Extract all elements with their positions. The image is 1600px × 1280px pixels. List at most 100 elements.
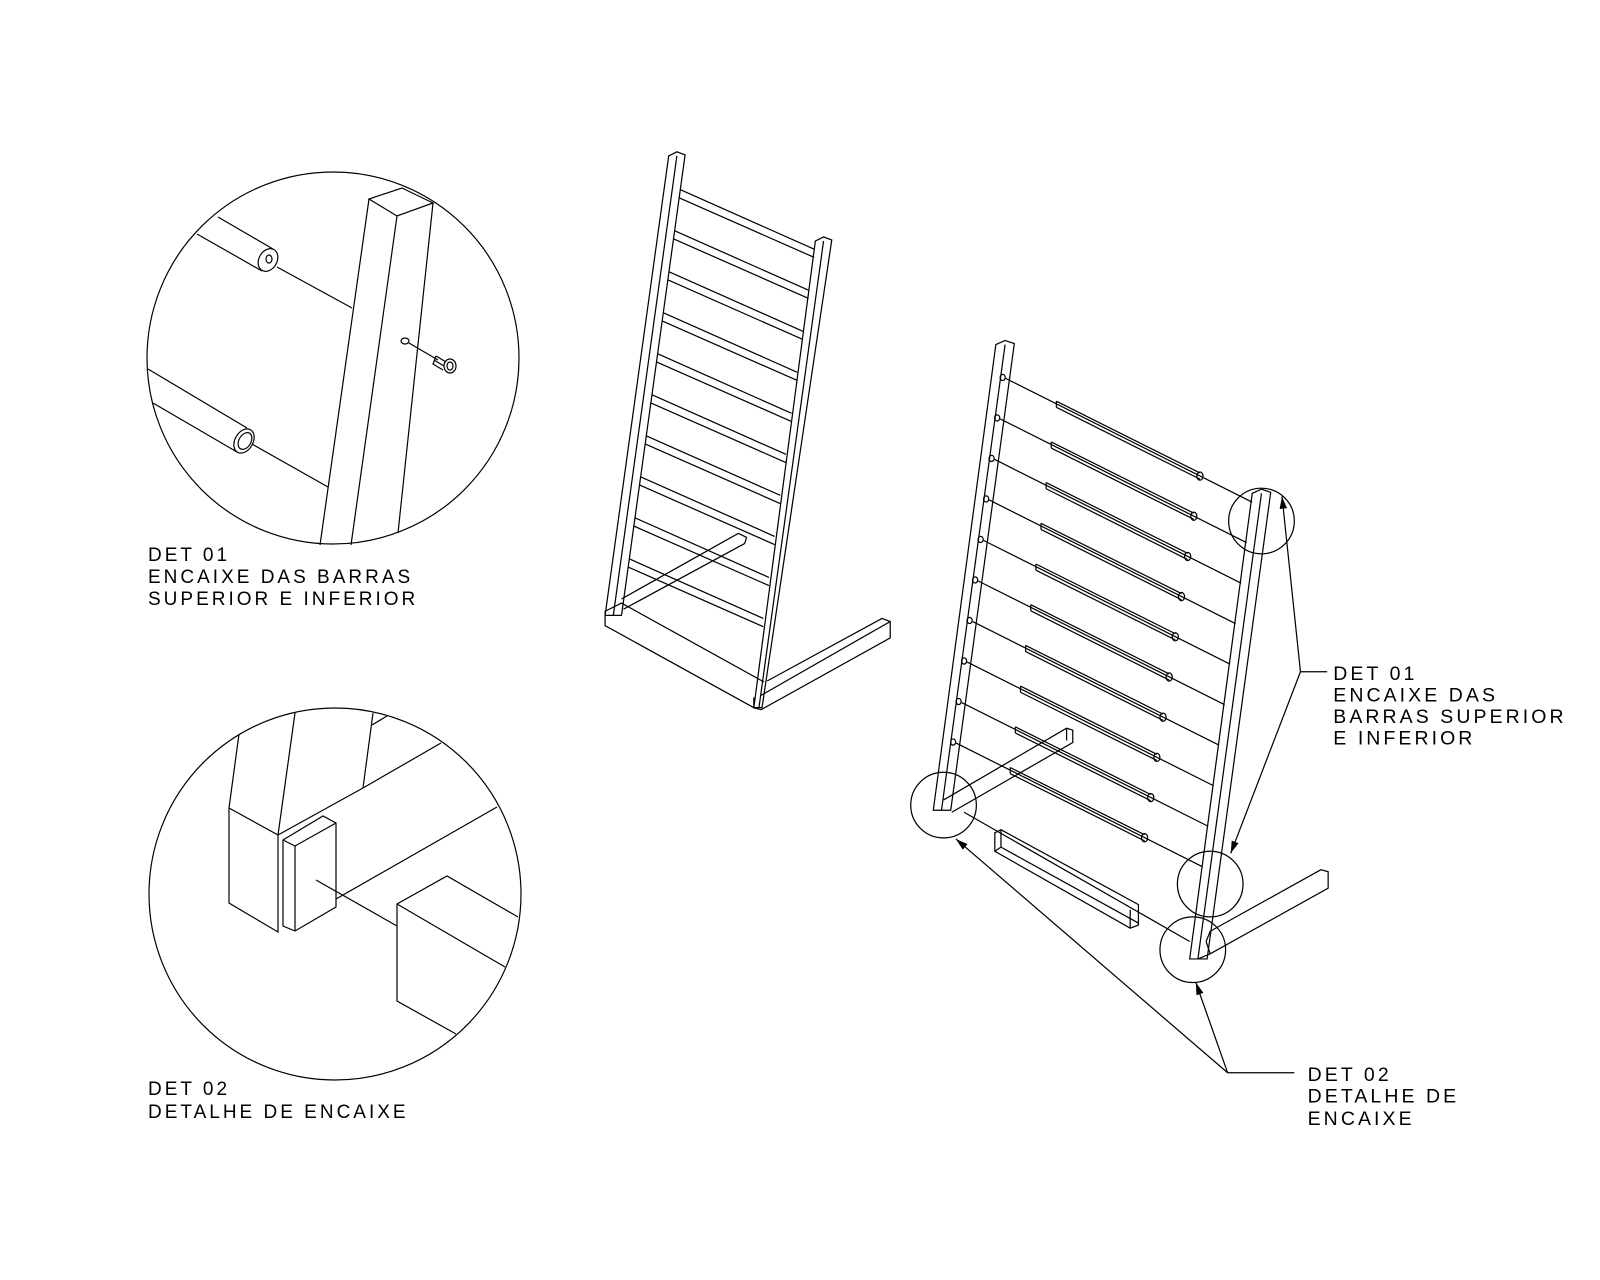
rod-end <box>1177 591 1186 602</box>
post-hole <box>960 657 968 665</box>
ladder-base <box>604 532 891 711</box>
ladder-rung-edge <box>679 197 815 258</box>
rod <box>1025 644 1164 715</box>
ladder-rung-edge <box>662 320 798 382</box>
detail-01-desc-1: ENCAIXE DAS BARRAS <box>148 567 413 588</box>
left-post <box>932 339 1015 811</box>
base-crossbar <box>943 727 1074 813</box>
detail-02-title: DET 02 <box>148 1079 230 1100</box>
rod-end <box>1153 752 1161 763</box>
ladder-rung-edge <box>639 484 775 546</box>
post-hole <box>955 697 962 706</box>
detail-01-desc-2: SUPERIOR E INFERIOR <box>148 589 418 610</box>
rod <box>1015 726 1151 796</box>
post-hole <box>999 373 1006 382</box>
rod-end <box>1147 792 1155 803</box>
ladder-rung <box>668 271 804 332</box>
detail-02-desc: DETALHE DE ENCAIXE <box>148 1102 409 1123</box>
callout-02-desc-1: DETALHE DE <box>1308 1086 1460 1108</box>
rod-edge <box>1015 732 1151 802</box>
leader-arrow <box>1230 671 1302 854</box>
ladder-rung-edge <box>667 279 804 341</box>
rod-end <box>1159 712 1167 722</box>
ladder-rung <box>680 189 815 250</box>
ladder-rung <box>651 394 787 455</box>
detail-02-marker-right <box>1159 916 1227 984</box>
upright-post <box>319 187 435 546</box>
rod-guide-line <box>988 499 1236 625</box>
rod-guide-line <box>955 742 1203 868</box>
ladder-rung-edge <box>645 443 781 505</box>
callout-01-desc-1: ENCAIXE DAS <box>1333 685 1498 707</box>
rod-end <box>1140 833 1149 843</box>
leader-arrow <box>955 838 1229 1074</box>
post-hole <box>971 576 979 584</box>
rod-edge <box>1009 773 1145 842</box>
post-hole <box>949 738 957 746</box>
callout-02-desc-2: ENCAIXE <box>1308 1108 1415 1130</box>
assembled-ladder <box>604 151 891 711</box>
ladder-left-post <box>604 151 686 616</box>
rod <box>1030 604 1170 675</box>
rod-guide-line <box>1005 377 1253 503</box>
rod-edge <box>1030 610 1170 681</box>
detail-02-marker-left <box>910 771 977 839</box>
ladder-rung-edge <box>656 361 792 423</box>
post-hole <box>988 454 995 463</box>
ladder-rung <box>634 517 770 578</box>
callout-det-01: DET 01 ENCAIXE DAS BARRAS SUPERIOR E INF… <box>1230 496 1566 854</box>
detail-02-circle <box>148 707 522 1081</box>
ladder-rung-edge <box>628 566 764 628</box>
rod-edge <box>1050 447 1195 520</box>
upper-rod <box>196 216 353 309</box>
callout-02-title: DET 02 <box>1308 1064 1392 1086</box>
ladder-rung <box>663 312 798 373</box>
rod <box>1009 766 1145 836</box>
ladder-rung <box>646 435 781 496</box>
right-post <box>1188 488 1272 960</box>
detail-01-view: DET 01 ENCAIXE DAS BARRAS SUPERIOR E INF… <box>146 171 520 610</box>
ladder-rung <box>674 230 809 291</box>
screw-icon <box>400 337 457 374</box>
ladder-rung <box>629 558 764 619</box>
crossbar-block <box>396 875 519 1035</box>
rod-edge <box>1035 569 1176 641</box>
detail-01-title: DET 01 <box>148 545 230 566</box>
rod-guide-line <box>994 458 1242 584</box>
rod-edge <box>1056 406 1201 480</box>
exploded-assembly <box>910 339 1329 984</box>
post-base <box>228 712 498 934</box>
rod-end <box>1190 511 1198 521</box>
rod <box>1045 482 1188 554</box>
rod-guide-line <box>972 620 1220 746</box>
rod-end <box>1196 471 1204 481</box>
post-hole <box>993 414 1001 422</box>
post-hole <box>966 616 973 625</box>
ladder-right-post <box>753 236 833 709</box>
right-foot <box>1197 869 1329 960</box>
detail-01-marker-top <box>1228 487 1295 555</box>
detail-02-view: DET 02 DETALHE DE ENCAIXE <box>148 707 522 1123</box>
rod-edge <box>1040 528 1182 601</box>
rod-end <box>1165 672 1173 682</box>
ladder-rung-edge <box>650 402 787 464</box>
rod <box>1020 685 1158 755</box>
rod <box>1040 522 1182 595</box>
post-hole <box>982 495 990 503</box>
rod-edge <box>1025 651 1164 721</box>
ladder-rung-edge <box>633 525 770 587</box>
callout-01-title: DET 01 <box>1333 663 1417 685</box>
rod-guide-line <box>961 701 1209 827</box>
post-hole <box>977 535 984 544</box>
rod <box>1050 441 1195 514</box>
callout-01-desc-2: BARRAS SUPERIOR <box>1333 706 1566 728</box>
lower-rod <box>147 368 329 488</box>
loose-crossbar <box>994 829 1140 929</box>
ladder-rung <box>657 353 792 414</box>
rod-guide-line <box>983 539 1231 665</box>
tenon <box>282 815 398 932</box>
leader-arrow <box>1279 496 1302 672</box>
leader-arrow <box>1195 982 1229 1073</box>
ladder-rung <box>640 476 775 537</box>
